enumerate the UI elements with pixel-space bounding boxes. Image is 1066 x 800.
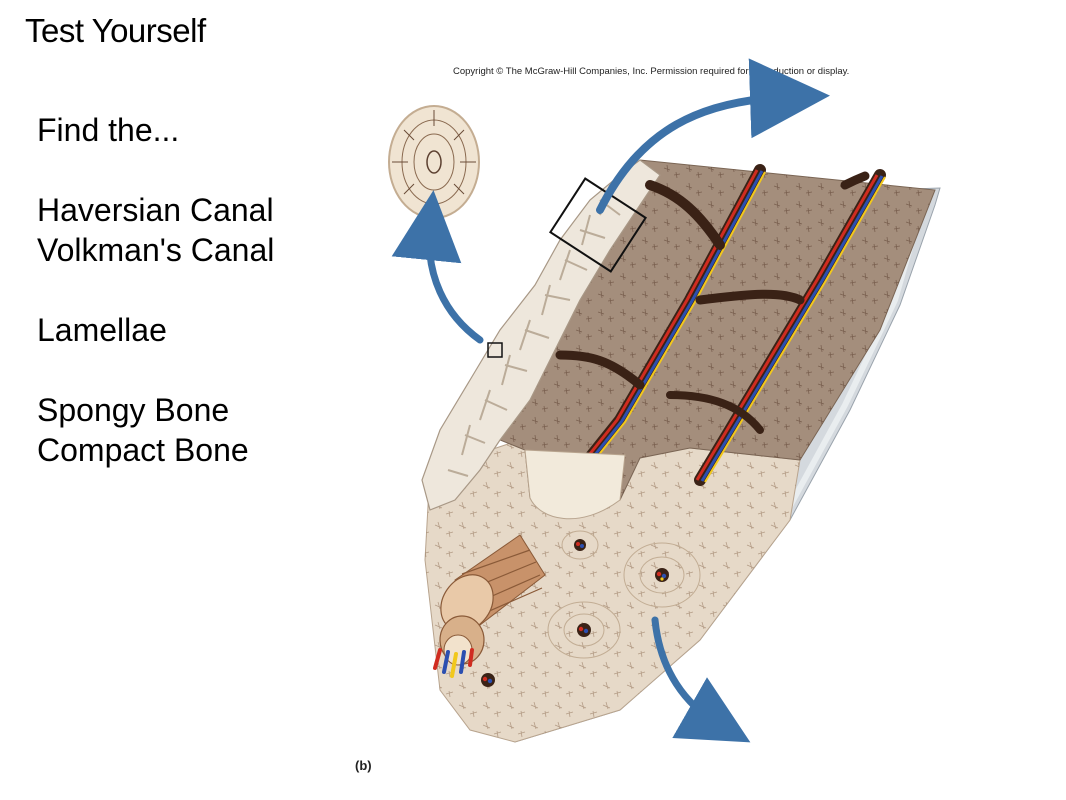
slide-title: Test Yourself — [25, 12, 206, 49]
osteon-region-box — [487, 342, 503, 358]
osteon-inset — [388, 105, 480, 219]
term-lamellae: Lamellae — [37, 312, 167, 348]
haversian-canal-openings — [481, 449, 669, 687]
term-list: Find the... Haversian Canal Volkman's Ca… — [37, 110, 274, 470]
magnified-region-box — [548, 177, 648, 273]
arrow-to-magnified-bottom — [651, 616, 751, 743]
term-spongy-bone: Spongy Bone — [37, 392, 230, 428]
term-compact-bone: Compact Bone — [37, 432, 249, 468]
term-haversian-canal: Haversian Canal — [37, 192, 274, 228]
find-prompt: Find the... — [37, 112, 180, 148]
copyright-notice: Copyright © The McGraw-Hill Companies, I… — [453, 66, 850, 77]
volkmanns-canals — [555, 171, 870, 434]
osteon-cylinder — [433, 534, 546, 678]
arrow-to-osteon-inset — [391, 190, 484, 344]
arrow-to-magnified-top — [596, 58, 830, 214]
panel-label: (b) — [355, 758, 372, 773]
lamellae — [547, 530, 701, 659]
term-volkmans-canal: Volkman's Canal — [37, 232, 275, 268]
